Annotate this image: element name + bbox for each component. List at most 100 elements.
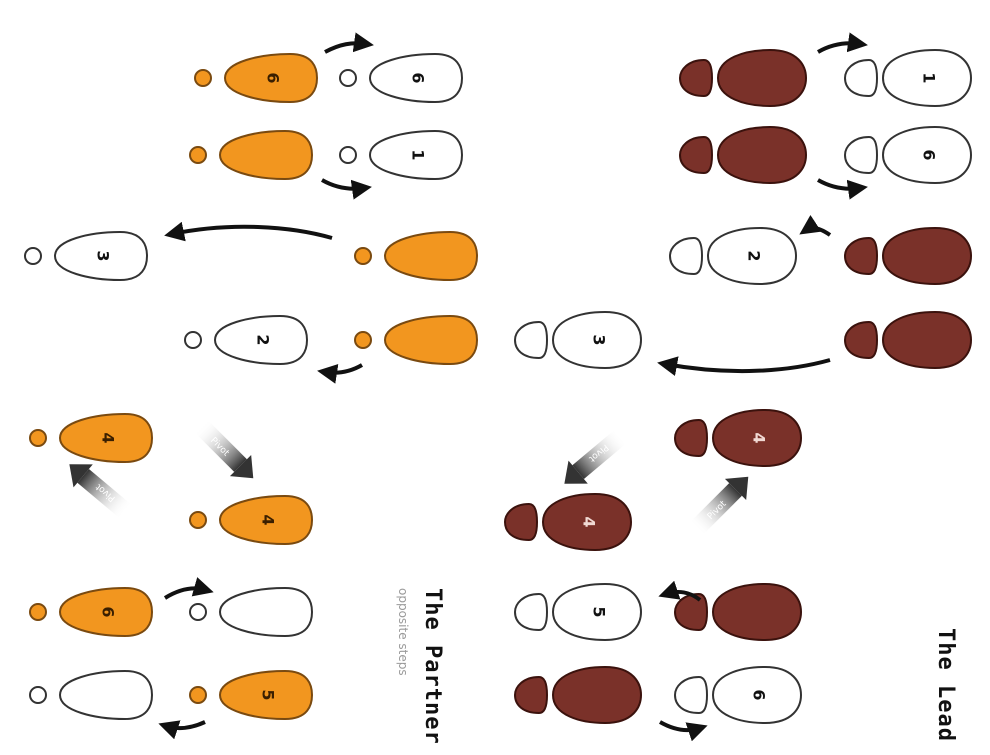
lead-heel	[680, 137, 712, 173]
lead-heel	[515, 677, 547, 713]
partner-foot-6a: 6	[195, 54, 317, 102]
partner-toe	[30, 604, 46, 620]
step-number: 6	[750, 689, 769, 700]
partner-toe	[185, 332, 201, 348]
lead-arrow-3	[665, 360, 830, 371]
lead-heel	[675, 594, 707, 630]
partner-sole	[60, 671, 152, 719]
step-number: 6	[409, 72, 428, 83]
lead-pivot-down: Pivot	[555, 425, 631, 496]
step-number: 3	[590, 334, 609, 345]
lead-foot-6b: 6	[675, 667, 801, 723]
lead-heel	[670, 238, 702, 274]
partner-toe	[30, 430, 46, 446]
partner-foot-5: 5	[190, 671, 312, 719]
partner-foot-4b: 4	[190, 496, 312, 544]
lead-arrow-2	[806, 228, 830, 235]
lead-foot-4b: 4	[505, 494, 631, 550]
partner-foot-outline-1: 1	[340, 131, 462, 179]
partner-toe	[340, 147, 356, 163]
lead-foot-6: 6	[845, 127, 971, 183]
lead-heel	[515, 594, 547, 630]
lead-heel	[680, 60, 712, 96]
step-number: 5	[259, 689, 278, 700]
lead-foot-bot-a	[675, 584, 801, 640]
lead-sole	[553, 667, 641, 723]
step-number: 4	[580, 516, 599, 527]
partner-toe	[190, 512, 206, 528]
partner-foot-3: 3	[25, 232, 147, 280]
lead-foot-2: 2	[670, 228, 796, 284]
partner-foot-outline-b	[30, 671, 152, 719]
lead-foot-3: 3	[515, 312, 641, 368]
lead-heel	[845, 238, 877, 274]
lead-arrow-1	[818, 180, 860, 189]
lead-foot-top-a	[680, 50, 806, 106]
partner-arrow-5	[166, 722, 205, 728]
partner-toe	[190, 687, 206, 703]
partner-pivot-down: Pivot	[190, 415, 264, 489]
lead-foot-top-b	[680, 127, 806, 183]
step-number: 2	[254, 334, 273, 345]
lead-heel	[505, 504, 537, 540]
lead-sole	[883, 228, 971, 284]
step-number: 6	[99, 606, 118, 617]
lead-heel	[845, 60, 877, 96]
lead-sole	[883, 312, 971, 368]
partner-sole	[385, 316, 477, 364]
lead-heel	[845, 322, 877, 358]
step-number: 4	[750, 432, 769, 443]
partner-foot-4a: 4	[30, 414, 152, 462]
lead-pivot-up: Pivot	[685, 466, 759, 540]
partner-toe	[195, 70, 211, 86]
partner-arrow-1	[322, 180, 364, 189]
partner-toe	[355, 332, 371, 348]
partner-foot-outline-c	[190, 588, 312, 636]
partner-arrow-2	[325, 365, 362, 373]
partner-subtitle: opposite steps	[396, 588, 410, 676]
partner-toe	[25, 248, 41, 264]
lead-heel	[675, 677, 707, 713]
lead-foot-4a: 4	[675, 410, 801, 466]
lead-arrow-top	[818, 43, 860, 52]
lead-foot-bot-b	[515, 667, 641, 723]
lead-heel	[675, 420, 707, 456]
step-number: 2	[745, 250, 764, 261]
lead-foot-5: 5	[515, 584, 641, 640]
partner-foot-2: 2	[185, 316, 307, 364]
step-number: 6	[264, 72, 283, 83]
lead-sole	[713, 584, 801, 640]
lead-title: The Lead	[933, 628, 958, 742]
partner-title: The Partner	[420, 588, 445, 745]
lead-heel	[845, 137, 877, 173]
step-number: 1	[409, 149, 428, 160]
lead-sole	[718, 127, 806, 183]
step-number: 5	[590, 606, 609, 617]
step-number: 3	[94, 250, 113, 261]
partner-sole	[385, 232, 477, 280]
partner-pivot-up: Pivot	[60, 453, 136, 524]
partner-foot-mid-a	[355, 232, 477, 280]
step-number: 1	[920, 72, 939, 83]
partner-toe	[340, 70, 356, 86]
partner-arrow-3	[172, 227, 332, 238]
partner-foot-6: 6	[30, 588, 152, 636]
lead-foot-mid-a	[845, 228, 971, 284]
partner-foot-filled	[190, 131, 312, 179]
partner-sole	[220, 588, 312, 636]
lead-heel	[515, 322, 547, 358]
lead-sole	[718, 50, 806, 106]
partner-toe	[30, 687, 46, 703]
partner-foot-outline-6: 6	[340, 54, 462, 102]
partner-foot-mid-b	[355, 316, 477, 364]
partner-arrow-top	[325, 43, 366, 52]
lead-foot-mid-b	[845, 312, 971, 368]
partner-arrow-6	[165, 588, 206, 598]
partner-toe	[355, 248, 371, 264]
partner-toe	[190, 147, 206, 163]
lead-foot-1: 1	[845, 50, 971, 106]
partner-sole	[220, 131, 312, 179]
partner-toe	[190, 604, 206, 620]
